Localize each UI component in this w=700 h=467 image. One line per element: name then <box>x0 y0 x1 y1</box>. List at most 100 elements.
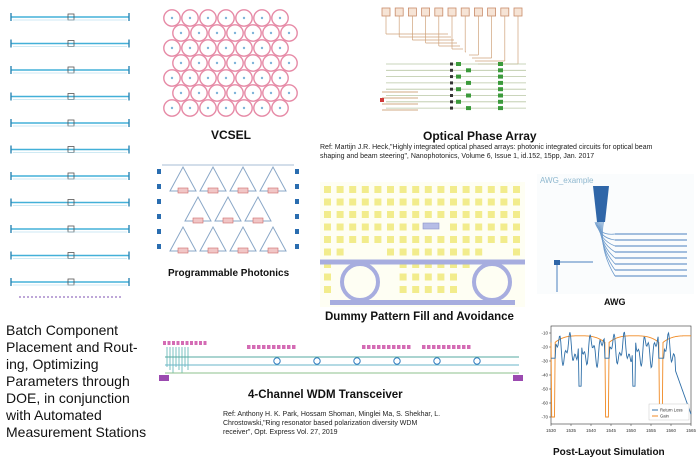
bond-pad <box>203 341 207 345</box>
dummy-fill-tile <box>399 273 407 281</box>
batch-line-5: DOE, in conjunction <box>6 390 130 406</box>
dummy-fill-tile <box>424 273 432 281</box>
bond-pad <box>367 345 371 349</box>
vcsel-ring <box>244 54 262 72</box>
dummy-fill-tile <box>387 248 394 256</box>
dummy-fill-tile <box>462 223 470 231</box>
legend-box <box>648 403 690 421</box>
opa-ref-line-1: Ref: Martijn J.R. Heck,"Highly integrate… <box>320 144 653 151</box>
splitter-node <box>450 87 453 91</box>
y-tick-label: -30 <box>541 359 548 364</box>
phase-shifter <box>466 93 471 98</box>
phase-shifter <box>498 80 503 85</box>
vcsel-panel <box>160 8 300 118</box>
tunable-coupler <box>177 187 189 194</box>
bond-pad <box>381 7 391 17</box>
vcsel-center <box>224 16 228 20</box>
awg-label: AWG <box>604 297 626 307</box>
splitter-node <box>450 75 453 79</box>
vcsel-center <box>188 16 192 20</box>
io-port-left <box>157 199 161 204</box>
dummy-fill-tile <box>361 236 369 243</box>
vcsel-ring <box>217 39 235 57</box>
mesh-triangle <box>169 165 197 192</box>
vcsel-ring <box>235 69 253 87</box>
phase-shifter <box>498 62 503 66</box>
vcsel-ring <box>181 39 199 57</box>
opa-panel <box>378 6 530 120</box>
batch-line-1: Batch Component <box>6 322 119 338</box>
vcsel-ring <box>280 84 298 102</box>
bond-pad <box>172 341 175 345</box>
vcsel-center <box>260 46 264 50</box>
dummy-fill-tile <box>399 248 407 256</box>
bond-pad <box>247 345 251 349</box>
vcsel-ring <box>253 39 271 57</box>
dummy-fill-tile <box>387 198 394 206</box>
vcsel-ring <box>217 9 235 27</box>
phase-shifter <box>498 87 503 92</box>
phase-shifter <box>456 74 461 79</box>
dummy-fill-tile <box>500 223 508 231</box>
batch-layout-drawing <box>10 13 130 298</box>
awg-slab <box>593 186 609 222</box>
dummy-fill-tile <box>437 273 445 281</box>
vcsel-ring <box>262 84 280 102</box>
dummy-fill-tile <box>412 211 420 218</box>
ring-filter <box>433 357 441 365</box>
phase-shifter <box>456 99 461 104</box>
vcsel-center <box>179 61 183 65</box>
dummy-fill-tile <box>374 211 382 218</box>
tunable-coupler <box>177 247 189 254</box>
dummy-fill-tile <box>399 186 407 193</box>
vcsel-center <box>269 61 273 65</box>
vcsel-ring <box>181 99 199 117</box>
dummy-fill-tile <box>324 273 331 281</box>
bond-pad <box>402 345 406 349</box>
dummy-fill-tile <box>437 236 445 243</box>
opa-label: Optical Phase Array <box>423 129 537 143</box>
bond-pad <box>467 345 471 349</box>
awg-example-title: AWG_example <box>540 176 594 185</box>
dummy-fill-tile <box>349 186 357 193</box>
io-port-right <box>295 199 299 204</box>
vcsel-center <box>170 76 174 80</box>
dummy-fill-tile <box>450 198 457 206</box>
dummy-fill-tile <box>487 186 495 193</box>
dummy-fill-tile <box>462 211 470 218</box>
dummy-fill-tile <box>437 248 445 256</box>
awg-panel: AWG_example <box>537 174 694 294</box>
dummy-fill-tile <box>513 248 520 256</box>
dummy-fill-tile <box>361 211 369 218</box>
vcsel-ring <box>181 69 199 87</box>
dummy-fill-tile <box>374 223 382 231</box>
programmable-mesh-drawing <box>157 164 299 254</box>
wdm-ref-line-1: Ref: Anthony H. K. Park, Hossam Shoman, … <box>223 411 441 418</box>
dummy-fill-tile <box>361 223 369 231</box>
dummy-fill-tile <box>412 198 420 206</box>
dummy-fill-tile <box>462 248 470 256</box>
vcsel-center <box>215 91 219 95</box>
vcsel-center <box>269 91 273 95</box>
dummy-fill-tile <box>399 211 407 218</box>
opa-ref-line-2: shaping and beam steering", Nanophotonic… <box>320 153 595 160</box>
mesh-triangle <box>229 165 257 192</box>
vcsel-ring <box>226 24 244 42</box>
bond-pad <box>500 7 510 17</box>
bond-pad <box>252 345 256 349</box>
splitter-node <box>450 81 453 85</box>
y-tick-label: -10 <box>541 331 548 336</box>
dummy-fill-tile <box>324 198 331 206</box>
y-tick-label: -40 <box>541 373 548 378</box>
mesh-triangle <box>184 195 212 222</box>
bond-pad <box>421 7 430 17</box>
dummy-fill-tile <box>349 223 357 231</box>
dummy-fill-tile <box>399 236 407 243</box>
dummy-fill-tile <box>399 223 407 231</box>
mesh-triangle <box>229 225 257 252</box>
phase-shifter <box>498 106 503 111</box>
wdm-label: 4-Channel WDM Transceiver <box>248 389 403 401</box>
vcsel-ring <box>262 54 280 72</box>
splitter-node <box>450 100 453 104</box>
splitter-node <box>450 62 453 66</box>
